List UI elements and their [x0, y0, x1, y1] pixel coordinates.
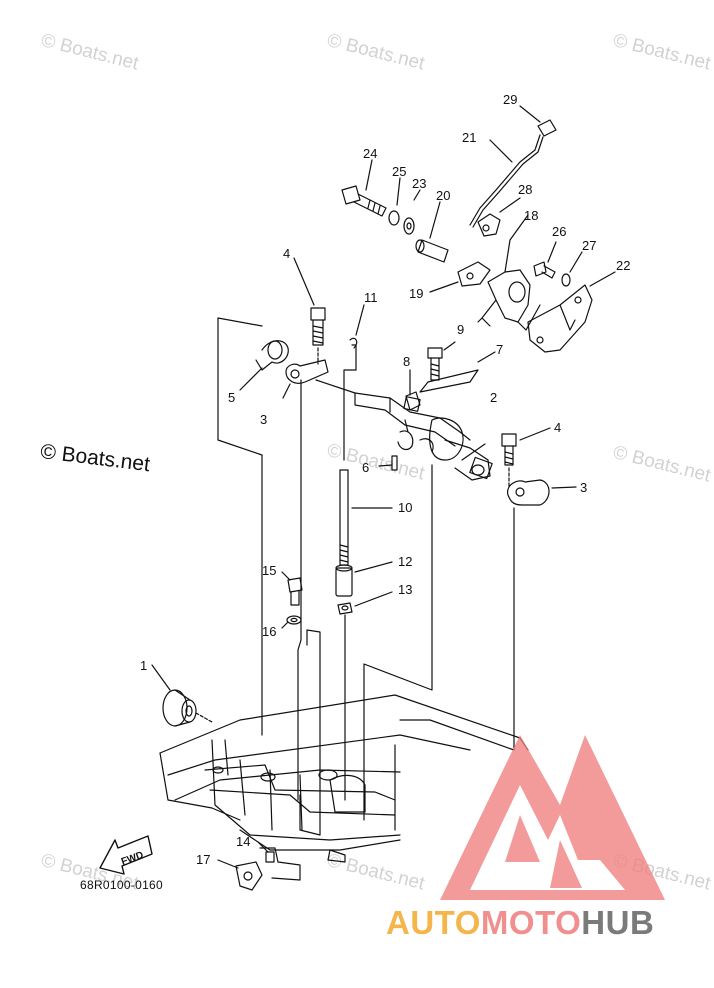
part-23-washer: [403, 189, 421, 235]
logo-part-auto: AUTO: [386, 904, 481, 941]
callout-10: 10: [398, 500, 412, 515]
part-4-bolt-right: [501, 427, 551, 489]
callout-4-top: 4: [283, 246, 290, 261]
part-9-bolt: [427, 341, 456, 381]
part-20-spacer: [415, 201, 449, 263]
callout-7: 7: [496, 342, 503, 357]
callout-28: 28: [518, 182, 532, 197]
part-7-plate: [419, 351, 496, 393]
part-13-nut: [337, 591, 393, 615]
callout-22: 22: [616, 258, 630, 273]
callout-17: 17: [196, 852, 210, 867]
callout-3-right: 3: [580, 480, 587, 495]
callout-6: 6: [362, 460, 369, 475]
part-16-washer: [281, 615, 302, 629]
fwd-arrow-icon: [99, 835, 153, 875]
callout-numbers: 1 2 3 3 4 4 5 6 7 8 9 10 11 12 13 14 15 …: [140, 92, 630, 867]
callout-4-right: 4: [554, 420, 561, 435]
part-28-joint: [477, 197, 521, 237]
callout-5: 5: [228, 390, 235, 405]
part-5-clip: [239, 340, 289, 391]
part-12-collar: [335, 561, 393, 597]
part-29-cap: [519, 105, 557, 137]
part-1-grommet: [151, 664, 213, 727]
part-15-bolt: [281, 571, 303, 606]
part-22-bracket: [527, 271, 616, 353]
part-14-clip: [257, 841, 301, 881]
part-3-link-right: [506, 479, 577, 506]
callout-24: 24: [363, 146, 377, 161]
callout-15: 15: [262, 563, 276, 578]
part-10-shift-rod: [339, 469, 393, 566]
part-18-cam: [477, 214, 541, 331]
callout-2: 2: [490, 390, 497, 405]
callout-20: 20: [436, 188, 450, 203]
part-6-pin: [378, 455, 398, 471]
callout-25: 25: [392, 164, 406, 179]
diagram-code: 68R0100-0160: [80, 878, 164, 892]
part-8-bracket: [405, 369, 421, 411]
part-2-shift-lever: [354, 392, 493, 481]
part-25-washer: [388, 177, 401, 226]
callout-1: 1: [140, 658, 147, 673]
callout-11: 11: [364, 290, 378, 305]
part-24-bolt: [341, 159, 387, 217]
callout-18: 18: [524, 208, 538, 223]
part-3-link-left: [282, 359, 356, 399]
part-17-bracket: [217, 859, 263, 891]
part-26-screw: [533, 241, 557, 279]
fwd-label: FWD: [120, 850, 145, 868]
callout-27: 27: [582, 238, 596, 253]
logo-part-moto: MOTO: [480, 904, 582, 941]
logo-part-hub: HUB: [581, 904, 655, 941]
part-19-lever: [429, 261, 491, 293]
part-21-link-rod: [469, 134, 544, 228]
callout-14: 14: [236, 834, 250, 849]
callout-29: 29: [503, 92, 517, 107]
callout-8: 8: [403, 354, 410, 369]
automotohub-logo: AUTOMOTOHUB: [386, 904, 654, 942]
part-11-spring-pin: [343, 304, 365, 461]
part-27-washer: [561, 251, 583, 287]
callout-26: 26: [552, 224, 566, 239]
lower-bracket-housing: [159, 694, 529, 863]
callout-19: 19: [409, 286, 423, 301]
part-4-bolt-top: [293, 257, 326, 365]
automotohub-logo-icon: [440, 735, 665, 900]
assembly-lines: [217, 317, 515, 821]
callout-16: 16: [262, 624, 276, 639]
callout-21: 21: [462, 130, 476, 145]
callout-13: 13: [398, 582, 412, 597]
callout-3-left: 3: [260, 412, 267, 427]
callout-12: 12: [398, 554, 412, 569]
callout-9: 9: [457, 322, 464, 337]
callout-23: 23: [412, 176, 426, 191]
